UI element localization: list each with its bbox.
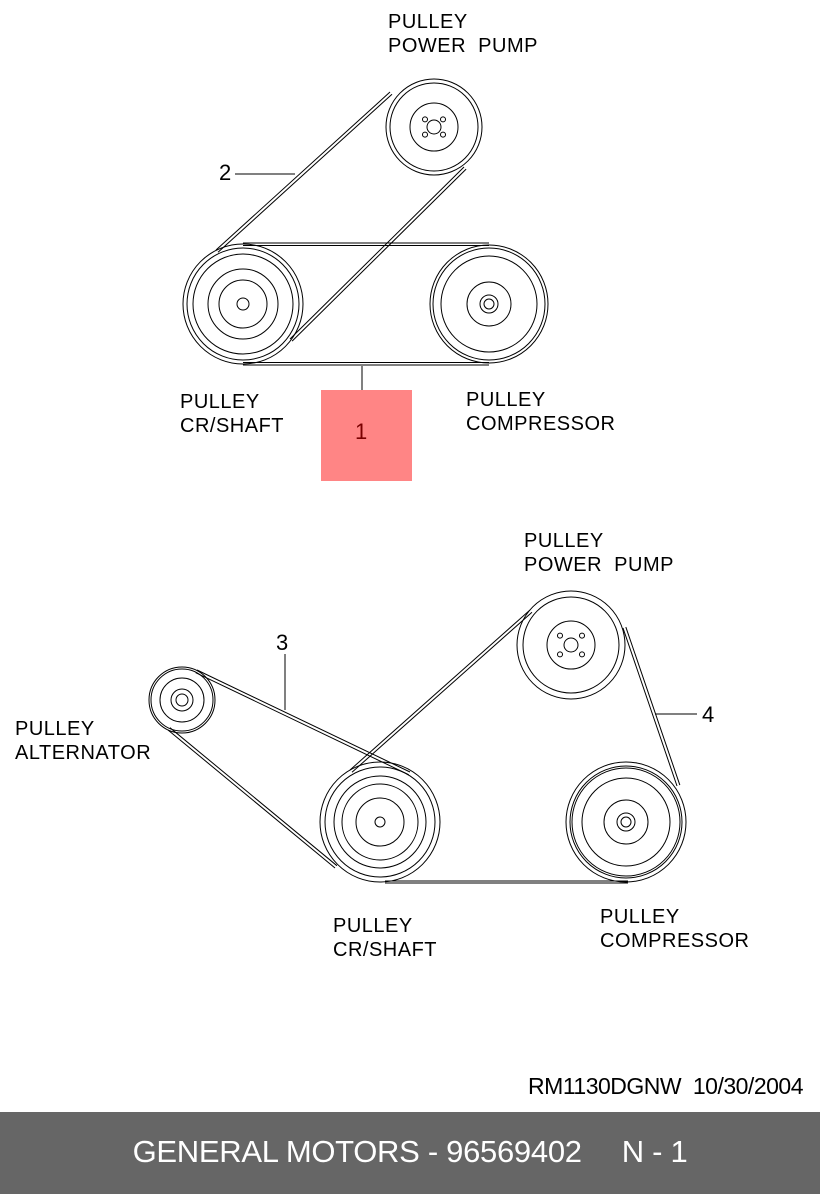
- top-compressor-pulley-ring: [479, 294, 499, 314]
- top-compressor-pulley-ring: [429, 244, 549, 364]
- bottom-power-pump-pulley-ring: [546, 620, 596, 670]
- belt-3-upper-run: [196, 669, 411, 773]
- top-power-pump-pulley-bolt-hole: [422, 131, 428, 138]
- top-compressor-pulley[interactable]: [429, 244, 549, 364]
- bottom-compressor-pulley-ring: [565, 761, 687, 883]
- bottom-power-pump-pulley-bolt-hole: [579, 632, 585, 639]
- top-power-pump-pulley-ring: [389, 82, 479, 172]
- bottom-compressor-pulley[interactable]: [565, 761, 687, 883]
- bottom-crankshaft-pulley-ring: [374, 816, 386, 828]
- top-power-pump-pulley-ring: [385, 78, 483, 176]
- top-power-pump-pulley-ring: [409, 102, 459, 152]
- top-compressor-pulley-ring: [466, 281, 512, 327]
- bottom-crankshaft-pulley-ring: [355, 797, 405, 847]
- belt-4-left-run: [349, 609, 531, 771]
- belt-4-right-run-edge: [625, 626, 681, 786]
- top-power-pump-pulley[interactable]: [385, 78, 483, 176]
- top-compressor-pulley-ring: [440, 255, 538, 353]
- bottom-power-pump-pulley-ring: [516, 590, 626, 700]
- belt-routing-diagram: [148, 78, 697, 884]
- bottom-compressor-pulley-ring: [603, 799, 649, 845]
- belt-2-right-run: [289, 166, 465, 340]
- footer-page: N - 1: [621, 1134, 688, 1169]
- callout-belt-2[interactable]: 2: [219, 160, 232, 185]
- drawing-date: 10/30/2004: [692, 1073, 804, 1099]
- bottom-power-pump-pulley-bolt-hole: [557, 651, 563, 658]
- top-crankshaft-pulley[interactable]: [182, 243, 304, 365]
- belt-2-left-run-edge: [217, 93, 393, 253]
- bottom-alternator-pulley-ring: [175, 693, 189, 707]
- bottom-power-pump-pulley-bolt-hole: [557, 632, 563, 639]
- bottom-alternator-pulley[interactable]: [148, 666, 216, 734]
- top-power-pump-pulley-bolt-hole: [440, 131, 446, 138]
- bottom-power-pump-pulley[interactable]: [516, 590, 626, 700]
- top-power-pump-pulley-bolt-hole: [440, 116, 446, 123]
- belt-3-upper-run-edge: [195, 672, 409, 776]
- top-compressor-pulley-ring: [432, 247, 546, 361]
- top-crankshaft-pulley-ring: [236, 297, 250, 311]
- top-power-pump-pulley-bolt-hole: [422, 116, 428, 123]
- top-crankshaft-pulley-ring: [207, 268, 279, 340]
- belt-3-lower-run-edge: [169, 727, 338, 867]
- footer-part-number: 96569402: [446, 1134, 582, 1169]
- bottom-alternator-pulley-ring: [170, 688, 194, 712]
- bottom-crankshaft-pulley-ring: [319, 761, 441, 883]
- bottom-crankshaft-pulley[interactable]: [319, 761, 441, 883]
- bottom-power-pump-pulley-ring: [522, 596, 620, 694]
- top-crankshaft-pulley-ring: [192, 253, 294, 355]
- bottom-alternator-pulley-ring: [148, 666, 216, 734]
- belt-2-left-run: [215, 91, 391, 251]
- belt-3-lower-run: [167, 729, 336, 869]
- footer-brand: GENERAL MOTORS: [132, 1134, 420, 1169]
- highlight-box-callout-1[interactable]: [321, 390, 412, 481]
- top-crankshaft-pulley-ring: [182, 243, 304, 365]
- callout-belt-3[interactable]: 3: [276, 630, 289, 655]
- bottom-power-pump-pulley-ring: [563, 637, 579, 653]
- top-crankshaft-pulley-ring: [218, 279, 268, 329]
- belt-2-right-run-edge: [291, 168, 467, 342]
- top-crankshaft-pulley-ring: [186, 247, 300, 361]
- bottom-alternator-pulley-ring: [159, 677, 205, 723]
- drawing-code: RM1130DGNW: [528, 1073, 682, 1099]
- belt-4-left-run-edge: [351, 611, 533, 773]
- bottom-crankshaft-pulley-ring: [333, 775, 427, 869]
- bottom-compressor-pulley-ring: [616, 812, 636, 832]
- bottom-crankshaft-pulley-ring: [341, 783, 419, 861]
- bottom-compressor-pulley-ring: [571, 767, 681, 877]
- bottom-compressor-pulley-ring: [620, 816, 632, 828]
- top-compressor-pulley-ring: [483, 298, 495, 310]
- bottom-power-pump-pulley-bolt-hole: [579, 651, 585, 658]
- callout-belt-1[interactable]: 1: [355, 419, 368, 444]
- drawing-reference: RM1130DGNW 10/30/2004: [528, 1073, 803, 1100]
- bottom-compressor-pulley-ring: [569, 765, 683, 879]
- callout-belt-4[interactable]: 4: [702, 702, 715, 727]
- bottom-crankshaft-pulley-ring: [324, 766, 436, 878]
- top-power-pump-pulley-ring: [426, 119, 442, 135]
- bottom-compressor-pulley-ring: [581, 777, 671, 867]
- bottom-alternator-pulley-ring: [150, 668, 214, 732]
- belt-4-right-run: [622, 627, 678, 787]
